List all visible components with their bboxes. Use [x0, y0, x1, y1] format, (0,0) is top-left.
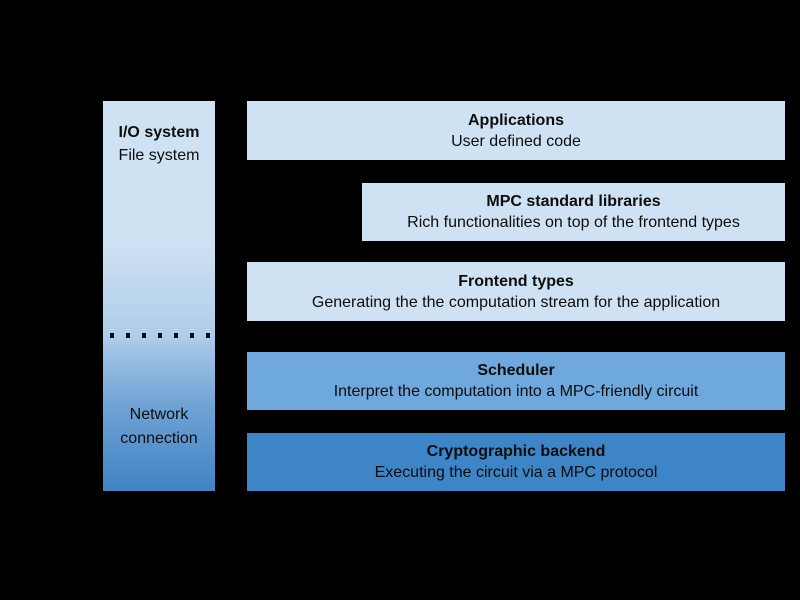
- layer-title: Scheduler: [477, 362, 555, 379]
- layer-frontend-types: Frontend types Generating the the comput…: [247, 262, 785, 321]
- io-system-label: I/O system File system: [103, 121, 215, 167]
- dotted-separator: [110, 333, 214, 338]
- layer-title: MPC standard libraries: [486, 193, 661, 210]
- layer-subtitle: User defined code: [451, 132, 581, 150]
- layer-title: Frontend types: [458, 272, 574, 290]
- layer-applications: Applications User defined code: [247, 101, 785, 160]
- layer-title: Applications: [467, 111, 564, 129]
- layer-scheduler: Scheduler Interpret the computation into…: [247, 352, 785, 410]
- layer-subtitle: Interpret the computation into a MPC-fri…: [333, 383, 699, 400]
- io-system-title: I/O system: [118, 124, 200, 141]
- layer-subtitle: Rich functionalities on top of the front…: [407, 214, 740, 231]
- io-system-column: I/O system File system Network connectio…: [103, 101, 215, 491]
- network-connection-label: Network connection: [120, 406, 198, 447]
- layer-title: Cryptographic backend: [426, 443, 606, 460]
- layer-subtitle: Generating the the computation stream fo…: [311, 293, 721, 311]
- file-system-label: File system: [118, 147, 200, 164]
- layer-mpc-standard-libraries: MPC standard libraries Rich functionalit…: [362, 183, 785, 241]
- layer-subtitle: Executing the circuit via a MPC protocol: [374, 464, 658, 481]
- layer-cryptographic-backend: Cryptographic backend Executing the circ…: [247, 433, 785, 491]
